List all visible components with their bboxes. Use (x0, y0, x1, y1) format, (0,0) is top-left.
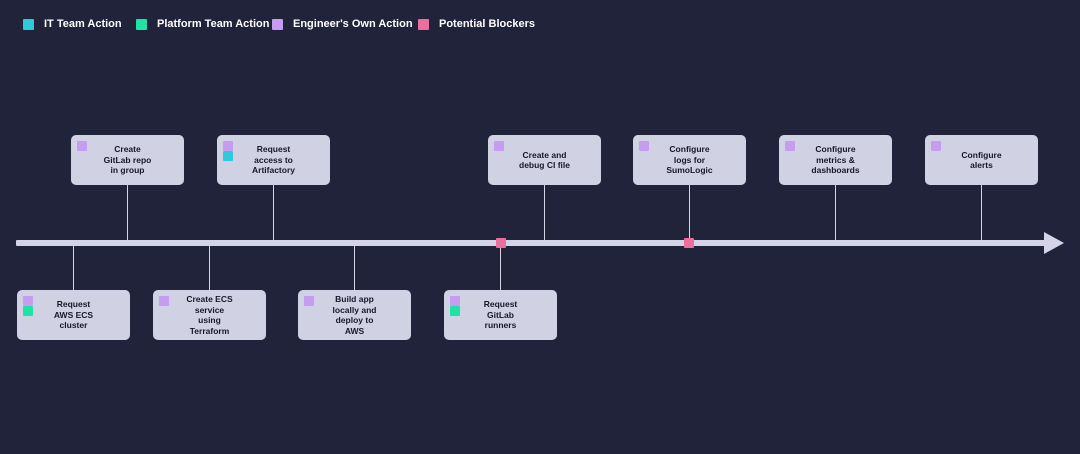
step-label: Create ECS service using Terraform (186, 294, 233, 336)
step-label: Configure alerts (961, 149, 1002, 171)
legend-item-blockers: Potential Blockers (418, 15, 535, 33)
legend-label-it-team: IT Team Action (44, 18, 122, 30)
step-card-configure-alerts: Configure alerts (925, 135, 1038, 185)
tag-engineer-icon (785, 141, 795, 151)
step-card-request-gitlab-runners: Request GitLab runners (444, 290, 557, 340)
timeline-arrow-icon (1044, 232, 1064, 254)
tag-engineer-icon (494, 141, 504, 151)
step-label: Configure metrics & dashboards (811, 144, 860, 176)
legend-label-blockers: Potential Blockers (439, 18, 535, 30)
step-label: Create and debug CI file (519, 149, 570, 171)
connector (273, 185, 274, 242)
legend-label-engineer: Engineer's Own Action (293, 18, 413, 30)
connector (835, 185, 836, 242)
blocker-marker (496, 238, 506, 248)
tag-platform-icon (450, 306, 460, 316)
tag-engineer-icon (304, 296, 314, 306)
step-label: Build app locally and deploy to AWS (332, 294, 377, 336)
step-card-build-app: Build app locally and deploy to AWS (298, 290, 411, 340)
step-label: Request access to Artifactory (252, 144, 295, 176)
legend-item-engineer: Engineer's Own Action (272, 15, 413, 33)
step-card-create-gitlab-repo: Create GitLab repo in group (71, 135, 184, 185)
step-card-create-ecs-service: Create ECS service using Terraform (153, 290, 266, 340)
tag-engineer-icon (639, 141, 649, 151)
step-card-request-artifactory: Request access to Artifactory (217, 135, 330, 185)
legend-swatch-platform-team (136, 18, 147, 30)
legend-item-it-team: IT Team Action (23, 15, 122, 33)
tag-it-icon (223, 151, 233, 161)
step-card-configure-logs: Configure logs for SumoLogic (633, 135, 746, 185)
connector (981, 185, 982, 242)
tag-engineer-icon (223, 141, 233, 151)
tag-engineer-icon (450, 296, 460, 306)
step-label: Request GitLab runners (483, 299, 518, 331)
connector (689, 185, 690, 242)
legend-item-platform-team: Platform Team Action (136, 15, 269, 33)
tag-engineer-icon (77, 141, 87, 151)
legend-swatch-it-team (23, 18, 34, 30)
tag-engineer-icon (931, 141, 941, 151)
step-card-request-ecs-cluster: Request AWS ECS cluster (17, 290, 130, 340)
legend-swatch-blockers (418, 18, 429, 30)
legend-label-platform-team: Platform Team Action (157, 18, 270, 30)
blocker-marker (684, 238, 694, 248)
connector (209, 244, 210, 290)
connector (127, 185, 128, 242)
timeline-bar (16, 240, 1046, 246)
step-label: Configure logs for SumoLogic (666, 144, 713, 176)
step-label: Create GitLab repo in group (103, 144, 152, 176)
tag-engineer-icon (23, 296, 33, 306)
connector (500, 244, 501, 290)
connector (544, 185, 545, 242)
tag-engineer-icon (159, 296, 169, 306)
connector (354, 244, 355, 290)
step-card-create-ci-file: Create and debug CI file (488, 135, 601, 185)
step-card-configure-metrics: Configure metrics & dashboards (779, 135, 892, 185)
step-label: Request AWS ECS cluster (53, 299, 94, 331)
legend-swatch-engineer (272, 18, 283, 30)
tag-platform-icon (23, 306, 33, 316)
connector (73, 244, 74, 290)
